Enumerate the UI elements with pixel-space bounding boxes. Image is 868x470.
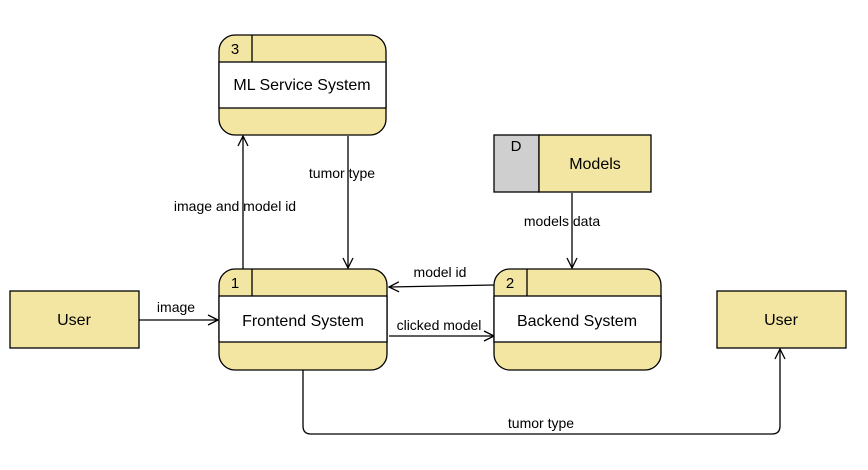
flow-label-image: image [157,299,195,315]
flow-frontend-to-user: tumor type [302,349,780,435]
data-store-id: D [511,138,522,155]
process-frontend[interactable]: 1 Frontend System [218,268,388,371]
entity-title: User [57,312,91,329]
flow-label-model-id: model id [414,264,467,280]
flow-frontend-to-ml: image and model id [174,136,296,269]
process-title: ML Service System [233,77,370,94]
data-store-models[interactable]: D Models [493,134,652,193]
flow-ml-to-frontend: tumor type [309,136,375,268]
process-number: 3 [231,41,239,58]
process-number: 1 [231,275,239,292]
flow-store-to-backend: models data [524,193,600,268]
flow-label-tumor-type-user: tumor type [508,415,574,431]
flow-label-models-data: models data [524,213,600,229]
flow-backend-to-frontend: model id [389,264,495,287]
flow-frontend-to-backend: clicked model [389,317,494,336]
entity-user-left[interactable]: User [9,290,140,349]
flow-user-to-frontend: image [139,299,218,320]
process-ml-service[interactable]: 3 ML Service System [218,34,387,136]
data-store-title: Models [569,156,621,173]
process-number: 2 [506,275,514,292]
flow-label-tumor-type-ml: tumor type [309,165,375,181]
process-title: Backend System [517,313,637,330]
entity-user-right[interactable]: User [716,290,847,349]
process-title: Frontend System [242,313,364,330]
process-backend[interactable]: 2 Backend System [493,268,662,371]
flow-label-clicked-model: clicked model [397,317,482,333]
flow-label-image-and-model-id: image and model id [174,198,296,214]
entity-title: User [764,312,798,329]
